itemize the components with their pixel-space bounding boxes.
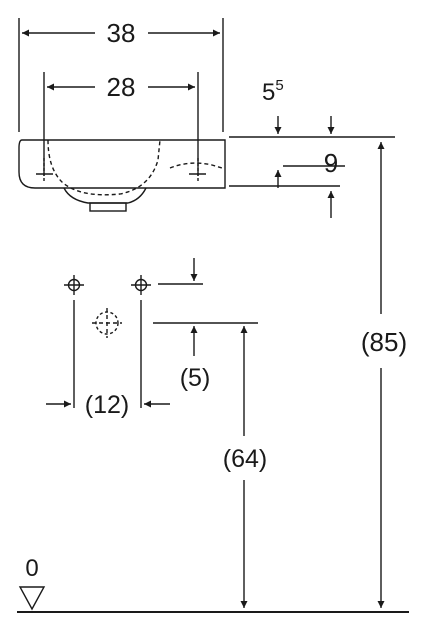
width-label: 38	[107, 18, 136, 48]
basin-height-dimension	[283, 116, 345, 218]
tap-hole-icon	[36, 158, 53, 182]
tap-hole-icon	[189, 158, 206, 182]
tap-connection-icon	[64, 275, 84, 408]
washbasin-profile	[18, 139, 226, 212]
rim-offset-label: 55	[262, 77, 284, 106]
rim-offset-dimension	[229, 116, 395, 188]
outlet-offset-label: (5)	[180, 364, 211, 392]
basin-height-label: 9	[324, 148, 338, 178]
outlet-height-label: (64)	[223, 445, 267, 473]
tap-connection-icon	[131, 275, 151, 408]
rim-offset-main: 5	[262, 79, 275, 106]
tap-spacing-label: 28	[107, 72, 136, 102]
rim-offset-superscript: 5	[275, 77, 283, 94]
total-height-label: (85)	[361, 327, 407, 357]
outlet-offset-dimension	[153, 258, 258, 356]
floor-level-label: 0	[25, 555, 38, 582]
floor-level-icon	[18, 586, 46, 611]
waste-outlet-icon	[92, 308, 122, 338]
width-dimension-38	[18, 18, 224, 132]
outlet-spacing-label: (12)	[85, 391, 129, 419]
